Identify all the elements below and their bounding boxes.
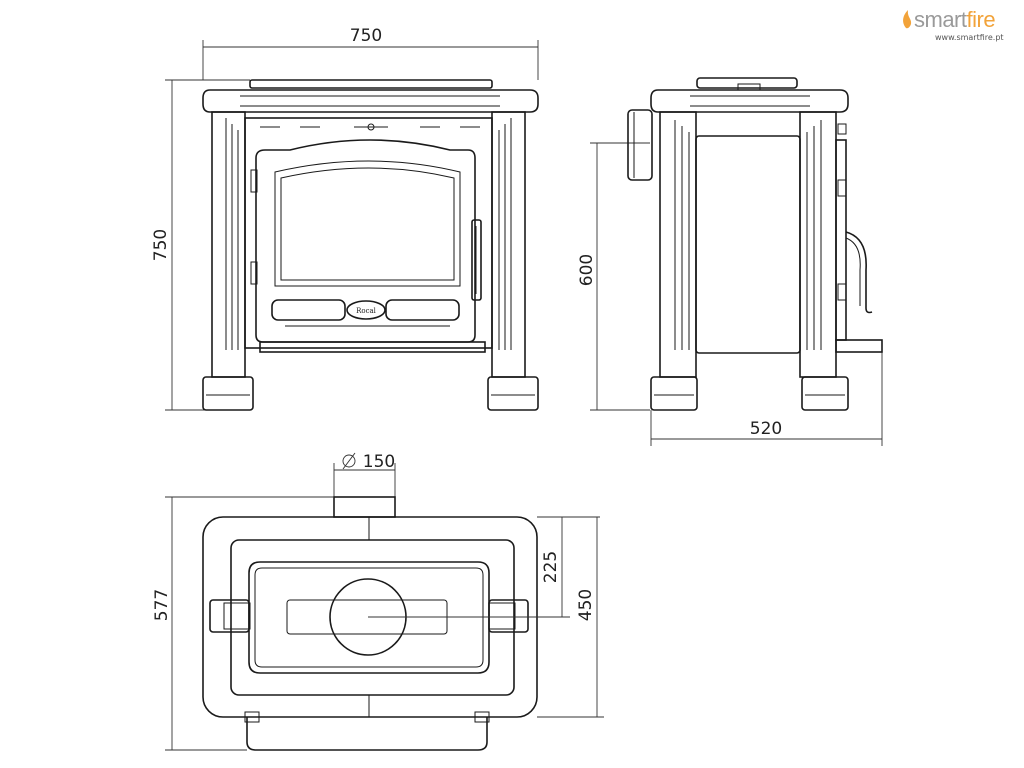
side-depth-label: 520	[750, 419, 782, 439]
side-height-label: 600	[577, 254, 597, 286]
flue-diameter-label: 150	[363, 452, 395, 472]
top-total-depth-dimension: 577	[152, 496, 334, 751]
front-width-dimension: 750	[202, 26, 539, 80]
front-height-dimension: 750	[151, 79, 250, 411]
brand-name-prefix: smart	[914, 7, 967, 32]
front-view: 750 750	[151, 26, 539, 411]
top-flue-offset-label: 225	[541, 551, 561, 583]
top-view: 150 577 225	[152, 452, 604, 751]
top-total-depth-label: 577	[152, 589, 172, 621]
top-body-depth-dimension: 450	[537, 517, 604, 718]
brand-url: www.smartfire.pt	[935, 33, 1004, 42]
top-flue-offset-dimension: 225	[368, 516, 600, 618]
side-height-dimension: 600	[577, 142, 650, 411]
front-height-label: 750	[151, 229, 171, 261]
svg-text:smartfire: smartfire	[914, 7, 995, 32]
front-width-label: 750	[350, 26, 382, 46]
side-view: 600 520	[577, 77, 883, 446]
side-depth-dimension: 520	[650, 350, 883, 446]
brand-name-suffix: fire	[967, 7, 996, 32]
door-badge-label: Rocal	[356, 307, 377, 315]
top-body-depth-label: 450	[576, 589, 596, 621]
flue-diameter-dimension: 150	[333, 452, 396, 497]
brand-logo: smartfire www.smartfire.pt	[903, 7, 1004, 42]
flame-icon	[903, 10, 912, 29]
